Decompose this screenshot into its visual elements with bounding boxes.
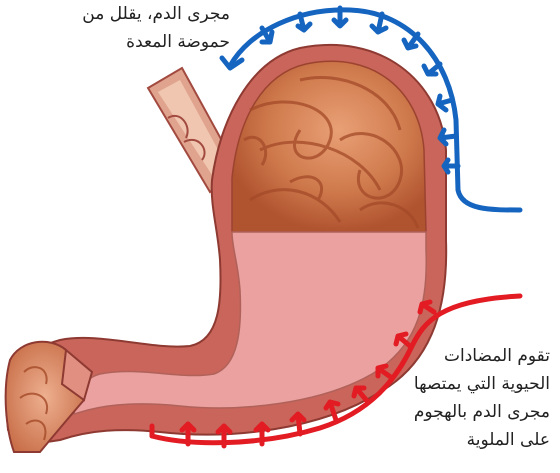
caption-line: مجرى الدم، يقلل من bbox=[82, 0, 230, 28]
caption-line: مجرى الدم بالهجوم bbox=[414, 398, 550, 426]
blue-arrow-caption: مجرى الدم، يقلل من حموضة المعدة bbox=[82, 0, 230, 56]
red-arrow-caption: تقوم المضادات الحيوية التي يمتصها مجرى ا… bbox=[414, 342, 550, 454]
caption-line: الحيوية التي يمتصها bbox=[414, 370, 550, 398]
caption-line: تقوم المضادات bbox=[414, 342, 550, 370]
caption-line: حموضة المعدة bbox=[82, 28, 230, 56]
caption-line: على الملوية bbox=[414, 426, 550, 454]
